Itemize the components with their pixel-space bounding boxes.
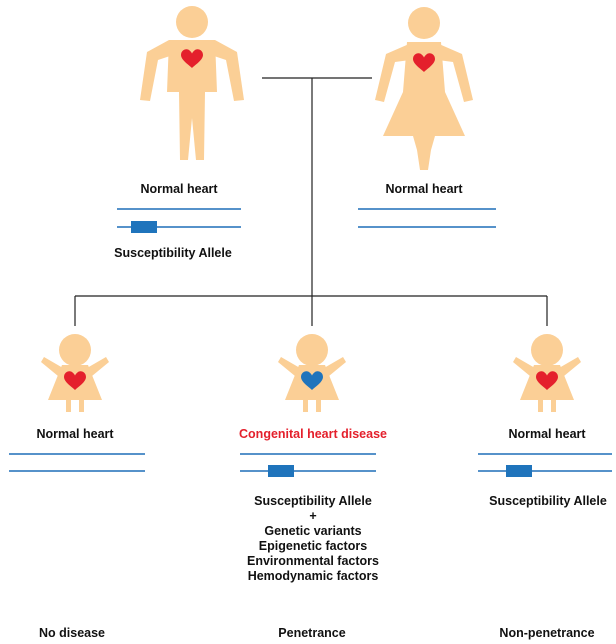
- child-2-allele-block: [268, 465, 294, 477]
- child-1-label: Normal heart: [36, 427, 114, 441]
- mother-figure: [375, 7, 473, 170]
- father-allele-block: [131, 221, 157, 233]
- father-label: Normal heart: [140, 182, 218, 196]
- child-2-figure: [278, 334, 346, 412]
- child-1-outcome: No disease: [38, 626, 106, 640]
- child-2-outcome: Penetrance: [278, 626, 346, 640]
- child-1-figure: [41, 334, 109, 412]
- child-2-allele-label: Susceptibility Allele: [254, 494, 372, 508]
- child-3-chromosomes: [478, 453, 612, 472]
- factor-item: Environmental factors: [247, 554, 379, 568]
- child-3-label: Normal heart: [508, 427, 586, 441]
- child-3-allele-label: Susceptibility Allele: [489, 494, 607, 508]
- child-2-factors: Susceptibility Allele + Genetic variants…: [247, 494, 379, 584]
- father-allele-label: Susceptibility Allele: [114, 246, 232, 260]
- child-3-outcome: Non-penetrance: [499, 626, 595, 640]
- mother-label: Normal heart: [385, 182, 463, 196]
- child-2-chromosomes: [240, 453, 376, 472]
- factor-item: Epigenetic factors: [258, 539, 368, 553]
- child-3-figure: [513, 334, 581, 412]
- child-2-label: Congenital heart disease: [239, 427, 387, 441]
- child-3-allele-block: [506, 465, 532, 477]
- plus-sign: +: [309, 509, 317, 523]
- mother-chromosomes: [358, 208, 496, 228]
- factor-item: Hemodynamic factors: [247, 569, 379, 583]
- pedigree-lines: [74, 77, 548, 326]
- child-1-chromosomes: [9, 453, 145, 472]
- father-figure: [140, 6, 244, 160]
- factor-item: Genetic variants: [264, 524, 362, 538]
